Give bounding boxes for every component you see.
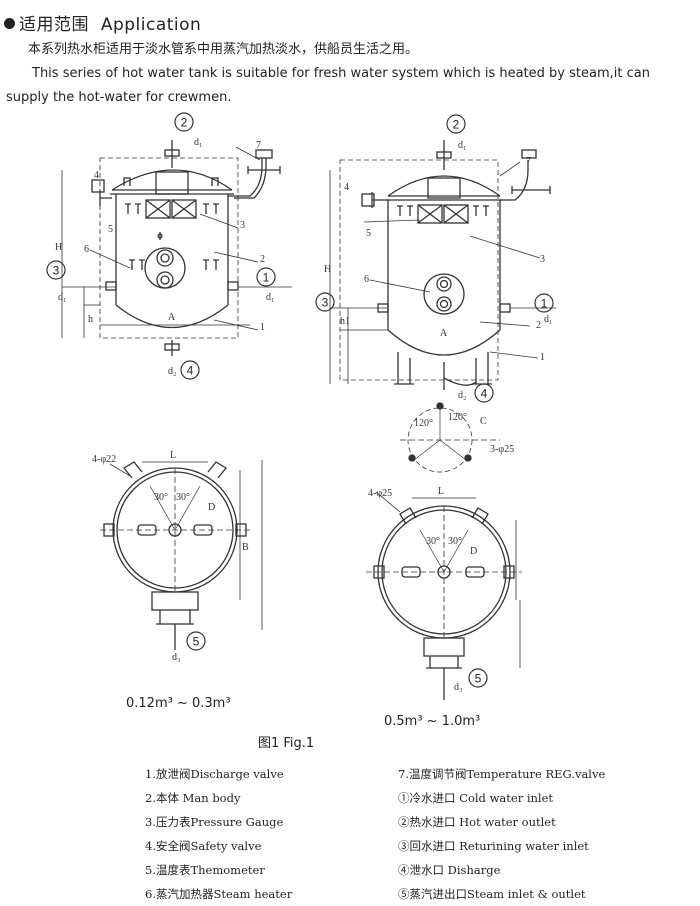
label-n7-r: 7 [526, 156, 531, 167]
label-n2-r: 2 [536, 320, 541, 331]
label-d1-right-r: d₁ [544, 314, 553, 325]
label-n6: 6 [84, 244, 89, 255]
label-H: H [55, 242, 62, 253]
large-capacity-range: 0.5m³ ~ 1.0m³ [384, 714, 481, 729]
legend-item: ⑤蒸汽进出口Steam inlet & outlet [398, 887, 586, 901]
label-h1-r: h1 [340, 316, 350, 327]
label-bolt-large: 4-φ25 [368, 488, 392, 499]
callout-2-right: 2 [453, 118, 460, 132]
label-n6-r: 6 [364, 274, 369, 285]
callout-5-left: 5 [193, 635, 200, 649]
callout-5-right: 5 [475, 672, 482, 686]
section-title: 适用范围 Application [4, 10, 201, 35]
label-d2-r: d₂ [458, 390, 467, 401]
label-H-r: H [324, 264, 331, 275]
label-n7: 7 [256, 140, 261, 151]
label-n1-r: 1 [540, 352, 545, 363]
legend-item: ④泄水口 Disharge [398, 863, 501, 877]
label-B: B [242, 542, 249, 553]
callout-3-right: 3 [322, 296, 329, 310]
large-tank-plan [366, 402, 522, 700]
legend-item: 3.压力表Pressure Gauge [145, 815, 284, 829]
legend-right: 7.温度调节阀Temperature REG.valve ①冷水进口 Cold … [398, 762, 605, 906]
label-L-r: L [438, 486, 444, 497]
label-d3-r: d₃ [454, 682, 463, 693]
label-bolt-small: 4-φ22 [92, 454, 116, 465]
label-d1-top-r: d₁ [458, 140, 467, 151]
callout-4-right: 4 [481, 387, 488, 401]
label-D-r: D [470, 546, 477, 557]
section-title-cn: 适用范围 [19, 15, 89, 35]
label-d2: d₂ [168, 366, 177, 377]
bullet-icon [4, 18, 15, 29]
callouts [46, 112, 554, 688]
legend-item: 2.本体 Man body [145, 791, 241, 805]
description-en: This series of hot water tank is suitabl… [6, 66, 650, 105]
label-n5-r: 5 [366, 228, 371, 239]
label-n5: 5 [108, 224, 113, 235]
label-angle30-b: 30° [176, 492, 190, 503]
label-n3: 3 [240, 220, 245, 231]
legend-item: 7.温度调节阀Temperature REG.valve [398, 767, 606, 781]
label-n1: 1 [260, 322, 265, 333]
label-L: L [170, 450, 176, 461]
label-A: A [168, 312, 176, 323]
label-angle30-d: 30° [448, 536, 462, 547]
callout-4-left: 4 [187, 364, 194, 378]
legend-item: 4.安全阀Safety valve [145, 839, 262, 853]
label-d1-top: d₁ [194, 137, 203, 148]
technical-drawing: 2 2 3 3 1 1 4 4 5 5 d₁ d₁ 7 7 3 3 2 2 1 … [46, 112, 556, 700]
small-tank-plan [100, 460, 263, 650]
callout-2-left: 2 [181, 116, 188, 130]
legend-item: ②热水进口 Hot water outlet [398, 815, 556, 829]
legend-left: 1.放泄阀Discharge valve 2.本体 Man body 3.压力表… [145, 762, 292, 906]
label-n4-r: 4 [344, 182, 349, 193]
callout-1-left: 1 [263, 271, 270, 285]
label-A-r: A [440, 328, 448, 339]
label-h: h [88, 314, 93, 325]
small-tank-elevation [61, 140, 292, 356]
description-cn: 本系列热水柜适用于淡水管系中用蒸汽加热淡水，供船员生活之用。 [28, 42, 419, 57]
section-title-en: Application [100, 15, 202, 35]
label-angle30-c: 30° [426, 536, 440, 547]
figure-caption: 图1 Fig.1 [258, 736, 315, 751]
label-d1-left: d₁ [58, 292, 67, 303]
label-n4: 4 [94, 170, 99, 181]
label-D: D [208, 502, 215, 513]
label-n3-r: 3 [540, 254, 545, 265]
callout-3-left: 3 [53, 264, 60, 278]
label-angle30-a: 30° [154, 492, 168, 503]
label-n2: 2 [260, 254, 265, 265]
legend-item: ③回水进口 Returining water inlet [398, 839, 589, 853]
label-bolt-base: 3-φ25 [490, 444, 514, 455]
label-angle120-b: 120° [448, 412, 467, 423]
legend-item: ①冷水进口 Cold water inlet [398, 791, 554, 805]
callout-1-right: 1 [541, 297, 548, 311]
legend-item: 1.放泄阀Discharge valve [145, 767, 284, 781]
large-tank-elevation [329, 140, 556, 390]
legend-item: 6.蒸汽加热器Steam heater [145, 887, 293, 901]
label-C: C [480, 416, 487, 427]
label-d1-right: d₁ [266, 292, 275, 303]
small-capacity-range: 0.12m³ ~ 0.3m³ [126, 696, 231, 711]
label-d3: d₃ [172, 652, 181, 663]
label-angle120-a: 120° [414, 418, 433, 429]
legend-item: 5.温度表Themometer [145, 863, 265, 877]
